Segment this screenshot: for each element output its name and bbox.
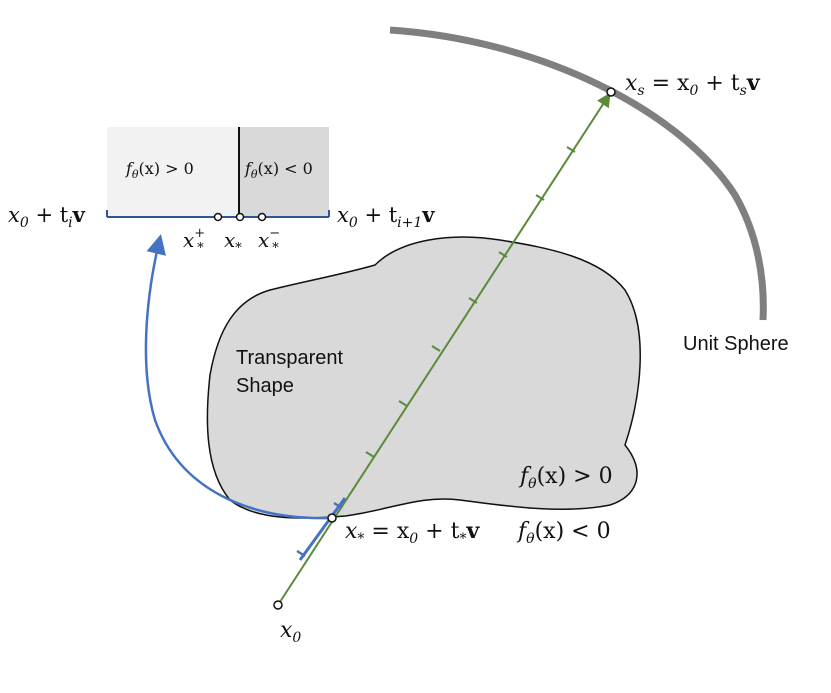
label-shape-line2: Shape <box>236 375 294 397</box>
label-x0: x0 <box>280 618 301 646</box>
inset-point-xplus <box>213 212 223 222</box>
inset-region-positive <box>107 127 239 217</box>
inset-label-xstar: x* <box>224 228 242 256</box>
unit-sphere-arc <box>389 26 767 321</box>
inset-label-xi1: x0 + ti+1v <box>337 202 435 231</box>
inset-label-xi: x0 + tiv <box>8 202 86 231</box>
inset-label-negative: fθ(x) < 0 <box>244 159 313 181</box>
ray-ticks <box>365 146 576 458</box>
inset-point-xminus <box>257 212 267 222</box>
transparent-shape <box>206 236 641 519</box>
inset-label-positive: fθ(x) > 0 <box>125 159 194 181</box>
zoom-arrow <box>144 234 331 520</box>
inset-label-xplus: x+* <box>183 226 205 256</box>
label-f-negative-outside: fθ(x) < 0 <box>516 519 611 547</box>
ray-ticks-blue <box>296 501 343 558</box>
point-x0 <box>273 600 283 610</box>
label-xstar: x* = x0 + t*v <box>345 518 480 547</box>
inset-label-xminus: x−* <box>258 226 280 256</box>
label-xs: xs = x0 + tsv <box>625 70 761 99</box>
inset-point-xstar <box>235 212 245 222</box>
point-xs <box>606 87 616 97</box>
label-shape-line1: Transparent <box>236 347 344 369</box>
inset-region-negative <box>239 127 329 217</box>
label-unit-sphere: Unit Sphere <box>683 333 789 355</box>
point-xstar <box>327 513 337 523</box>
ray-blue-segment <box>298 497 347 561</box>
